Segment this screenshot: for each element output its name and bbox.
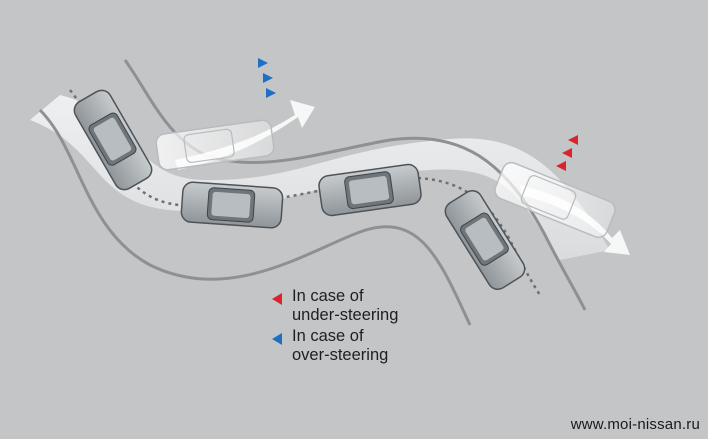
under-steer-marker-icon (272, 293, 282, 305)
watermark-url: www.moi-nissan.ru (570, 416, 700, 433)
road-lane (30, 95, 610, 260)
car-1 (73, 89, 153, 191)
road-edge-outer (38, 108, 472, 326)
under-steer-markers (556, 135, 578, 171)
ghost-car-under-steer (494, 161, 616, 239)
legend-over-steering: In case of over-steering (272, 327, 388, 365)
legend-over-steering-label: In case of over-steering (292, 327, 389, 364)
legend-under-steering: In case of under-steering (272, 287, 398, 325)
legend-under-steering-label: In case of under-steering (292, 287, 399, 324)
over-steer-markers (258, 58, 276, 98)
car-2 (180, 181, 284, 229)
car-4 (444, 190, 526, 290)
ghost-car-over-steer (155, 119, 275, 171)
over-steer-marker-icon (272, 333, 282, 345)
car-3 (318, 163, 422, 217)
